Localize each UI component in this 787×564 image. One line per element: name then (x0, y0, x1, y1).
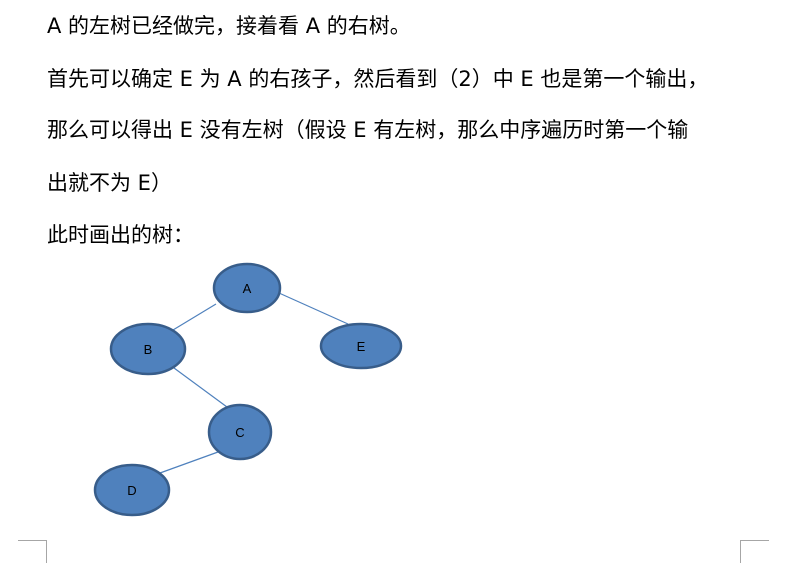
tree-node-d: D (93, 463, 171, 517)
page-margin-corner-right (740, 540, 769, 563)
paragraph-line-4: 出就不为 E） (47, 171, 172, 195)
tree-edge-a-b (172, 303, 217, 331)
tree-node-c: C (207, 403, 273, 461)
paragraph-line-1: A 的左树已经做完，接着看 A 的右树。 (47, 14, 411, 38)
tree-node-e: E (319, 322, 403, 370)
tree-node-b: B (109, 322, 187, 376)
tree-edge-b-c (173, 367, 228, 408)
tree-edge-a-e (278, 292, 349, 325)
tree-node-d-label: D (127, 483, 136, 498)
tree-edge-c-d (159, 451, 219, 474)
tree-node-a-label: A (243, 281, 252, 296)
paragraph-line-2: 首先可以确定 E 为 A 的右孩子，然后看到（2）中 E 也是第一个输出， (47, 67, 709, 91)
page-margin-corner-left (18, 540, 47, 563)
tree-node-c-label: C (235, 425, 244, 440)
paragraph-line-5: 此时画出的树： (47, 223, 194, 247)
tree-node-a: A (212, 262, 282, 314)
tree-node-b-label: B (144, 342, 153, 357)
paragraph-line-3: 那么可以得出 E 没有左树（假设 E 有左树，那么中序遍历时第一个输 (47, 118, 689, 142)
tree-node-e-label: E (357, 339, 366, 354)
